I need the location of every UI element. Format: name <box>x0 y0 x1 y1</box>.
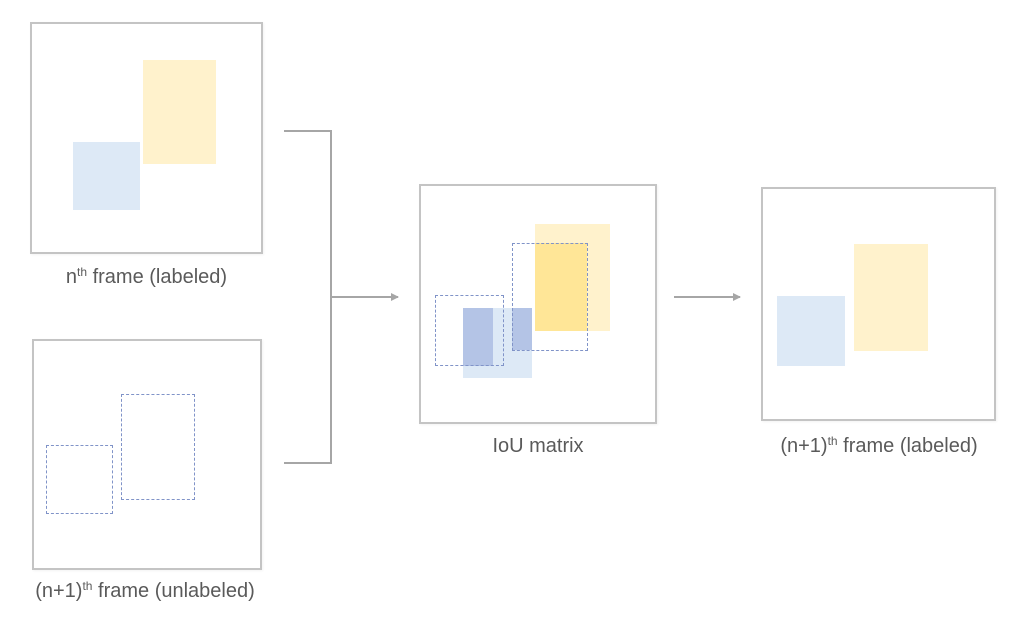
blue-overlap-region <box>463 308 493 366</box>
yellow-overlap-region <box>535 243 587 331</box>
blue-bounding-box <box>777 296 845 366</box>
nth-frame-panel <box>30 22 263 254</box>
dashed-box-right <box>512 243 588 351</box>
yellow-bounding-box <box>854 244 928 351</box>
next-frame-unlabeled-label: (n+1)th frame (unlabeled) <box>35 579 255 602</box>
iou-matrix-label: IoU matrix <box>492 435 584 457</box>
nth-frame-label: nth frame (labeled) <box>65 265 228 288</box>
dashed-box-left <box>435 295 504 366</box>
next-frame-unlabeled-panel <box>32 339 262 570</box>
blue-overlap-region-right <box>512 308 532 350</box>
dashed-box-left <box>46 445 113 514</box>
blue-bounding-box <box>73 142 140 210</box>
next-frame-labeled-label: (n+1)th frame (labeled) <box>780 434 978 457</box>
merge-bracket <box>284 130 332 464</box>
dashed-box-right <box>121 394 195 500</box>
next-frame-labeled-panel <box>761 187 996 421</box>
iou-matrix-panel <box>419 184 657 424</box>
yellow-bounding-box <box>143 60 216 164</box>
